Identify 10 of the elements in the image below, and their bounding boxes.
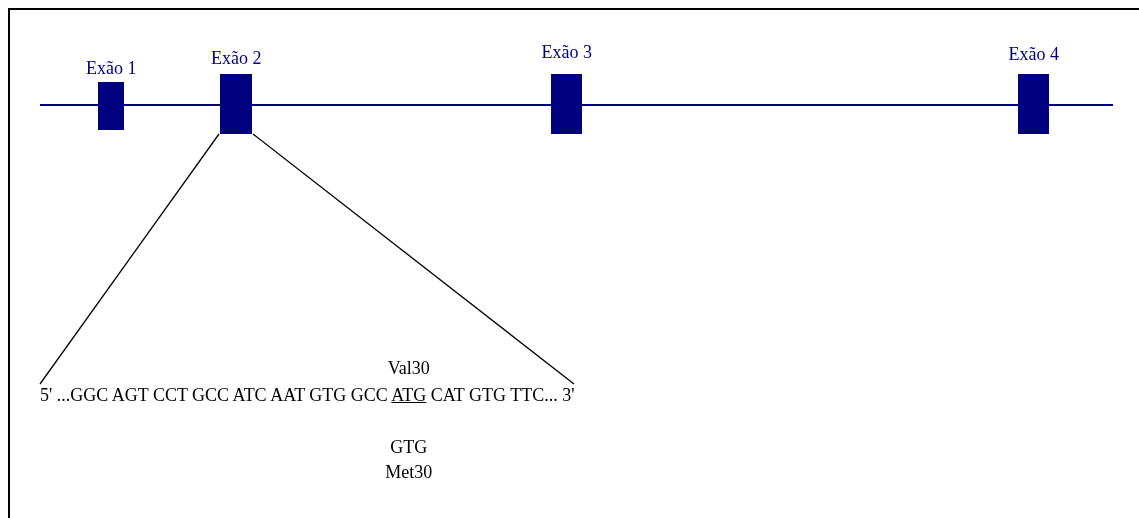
amino-acid-label: Val30 bbox=[387, 358, 430, 378]
dna-sequence: 5' ...GGC AGT CCT GCC ATC AAT GTG GCC ATG CAT GTG TTC... 3' bbox=[40, 384, 575, 406]
zoom-line bbox=[39, 133, 220, 385]
exon-label: Exão 2 bbox=[211, 48, 262, 68]
exon-label: Exão 1 bbox=[86, 58, 137, 78]
zoom-line bbox=[252, 133, 575, 385]
exon-label: Exão 4 bbox=[1008, 44, 1059, 64]
exon-label: Exão 3 bbox=[541, 42, 592, 62]
codon-label: GTG bbox=[390, 437, 428, 457]
amino-acid-label: Met30 bbox=[385, 462, 433, 482]
